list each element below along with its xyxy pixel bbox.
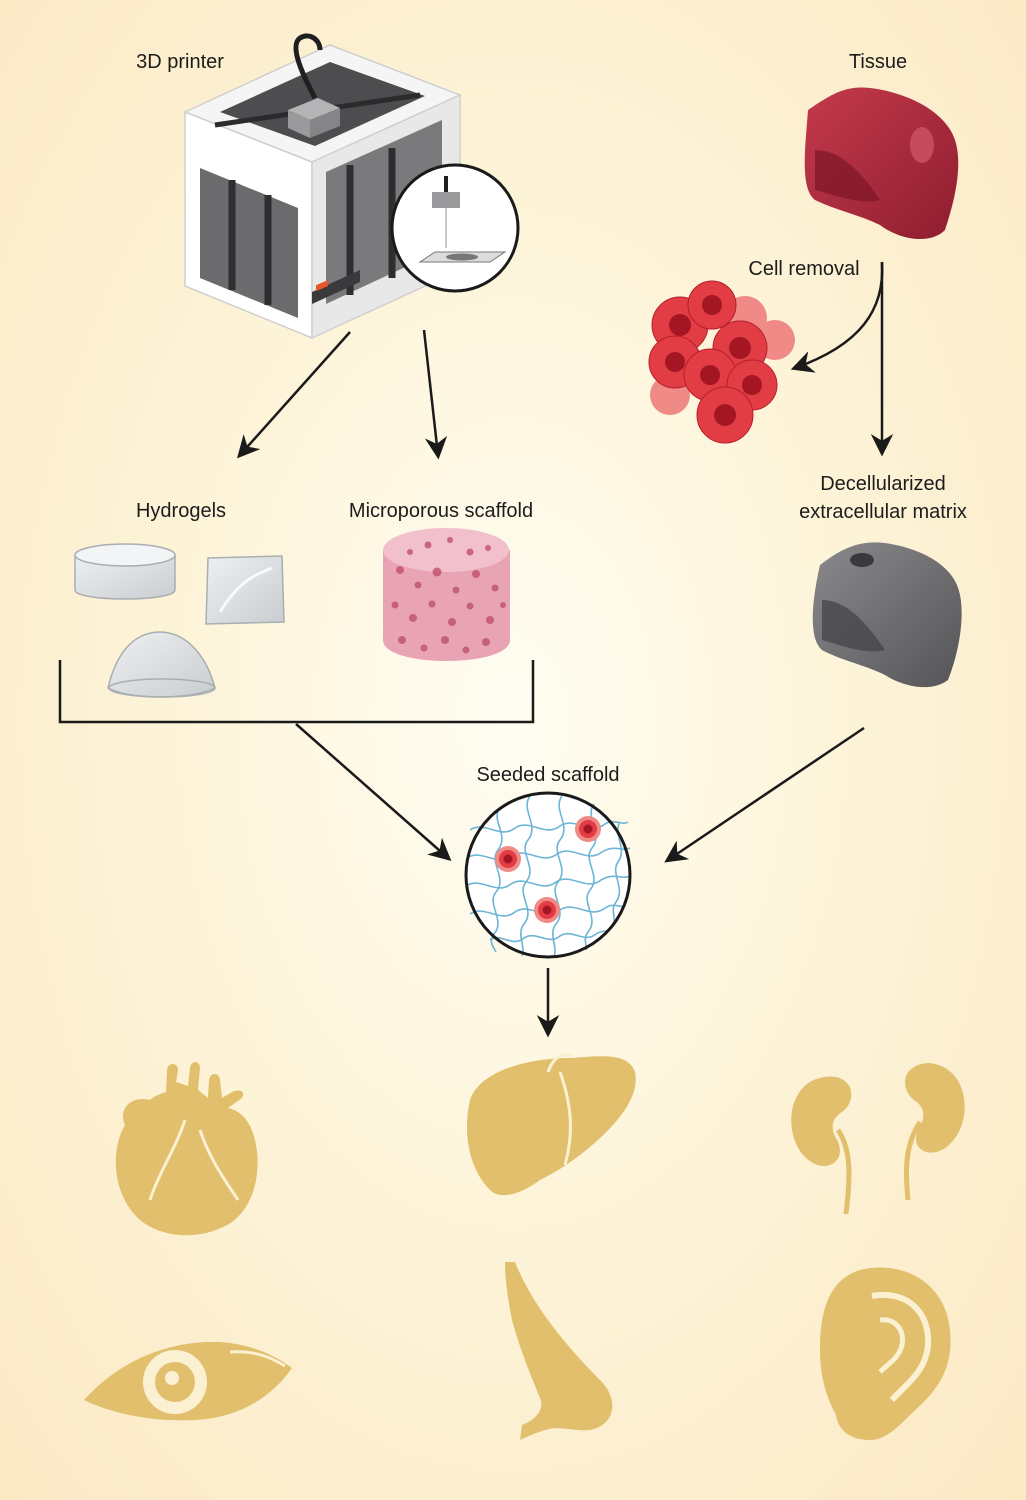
decellularized-matrix-icon <box>812 542 962 688</box>
microporous-scaffold-label: Microporous scaffold <box>348 500 534 522</box>
decellularized-label: Decellularized <box>820 473 946 495</box>
arrows <box>237 261 894 1038</box>
cell-removal-label: Cell removal <box>748 258 860 280</box>
hydrogels-label: Hydrogels <box>135 500 227 522</box>
seeded-scaffold-label: Seeded scaffold <box>476 764 620 786</box>
ear-icon <box>820 1267 951 1440</box>
eye-icon <box>84 1341 292 1421</box>
kidneys-icon <box>791 1063 965 1215</box>
extracellular-matrix-label: extracellular matrix <box>799 501 967 523</box>
hydrogels-icon <box>74 543 285 698</box>
seeded-scaffold-icon <box>464 791 632 959</box>
cells-cluster-icon <box>648 280 795 444</box>
3d-printer-label: 3D printer <box>136 51 224 73</box>
heart-icon <box>115 1062 258 1236</box>
3d-printer-icon <box>183 33 520 340</box>
nose-icon <box>505 1262 613 1440</box>
hydrogel-scaffold-bracket <box>58 660 535 724</box>
tissue-icon <box>804 87 959 240</box>
liver-icon <box>466 1053 636 1196</box>
tissue-label: Tissue <box>848 51 908 73</box>
microporous-scaffold-icon <box>383 528 510 661</box>
